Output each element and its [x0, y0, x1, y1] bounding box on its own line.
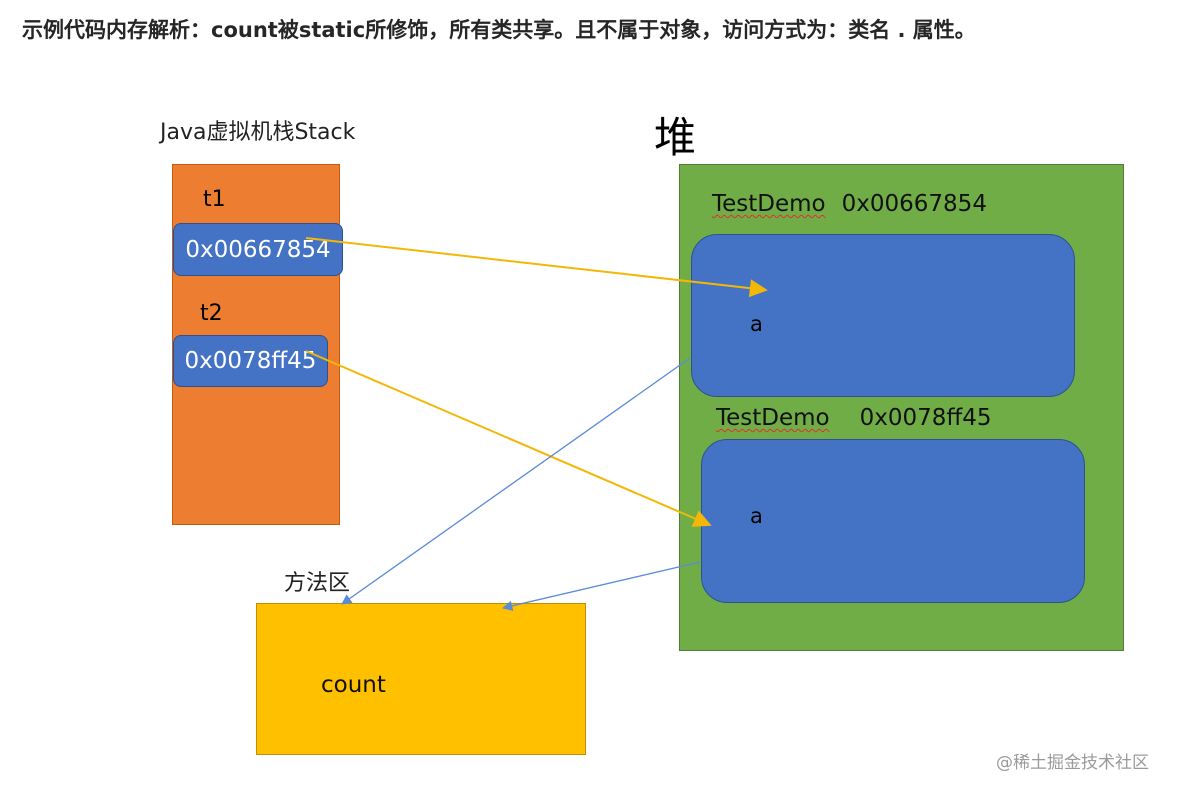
heap-object-2-class: TestDemo [716, 405, 830, 431]
static-arrow-object-2 [501, 561, 701, 611]
static-arrow-object-1 [341, 357, 691, 605]
watermark: @稀土掘金技术社区 [996, 753, 1149, 773]
heap-object-1-class: TestDemo [712, 191, 826, 217]
heap-object-1: a [691, 234, 1075, 397]
stack-region: t1 0x00667854 t2 0x0078ff45 [172, 164, 343, 525]
heap-object-2-address: 0x0078ff45 [859, 405, 992, 431]
method-area-region: count [256, 603, 586, 755]
heap-object-1-header: TestDemo 0x00667854 [712, 191, 987, 217]
heap-object-2-header: TestDemo 0x0078ff45 [716, 405, 992, 431]
page-heading: 示例代码内存解析：count被static所修饰，所有类共享。且不属于对象，访问… [22, 18, 976, 42]
reference-arrow-t2 [305, 350, 712, 527]
stack-var-t2: t2 [200, 301, 223, 326]
heap-object-2-field: a [750, 504, 763, 528]
static-field-count: count [321, 672, 386, 698]
stack-title: Java虚拟机栈Stack [160, 120, 356, 145]
heap-object-1-field: a [750, 312, 763, 336]
heap-title: 堆 [654, 113, 697, 162]
method-area-title: 方法区 [284, 571, 351, 596]
heap-object-1-address: 0x00667854 [841, 191, 987, 217]
stack-ref-t2: 0x0078ff45 [173, 335, 328, 387]
stack-ref-t1: 0x00667854 [173, 223, 343, 276]
heap-object-2: a [701, 439, 1085, 603]
stack-var-t1: t1 [203, 187, 226, 212]
